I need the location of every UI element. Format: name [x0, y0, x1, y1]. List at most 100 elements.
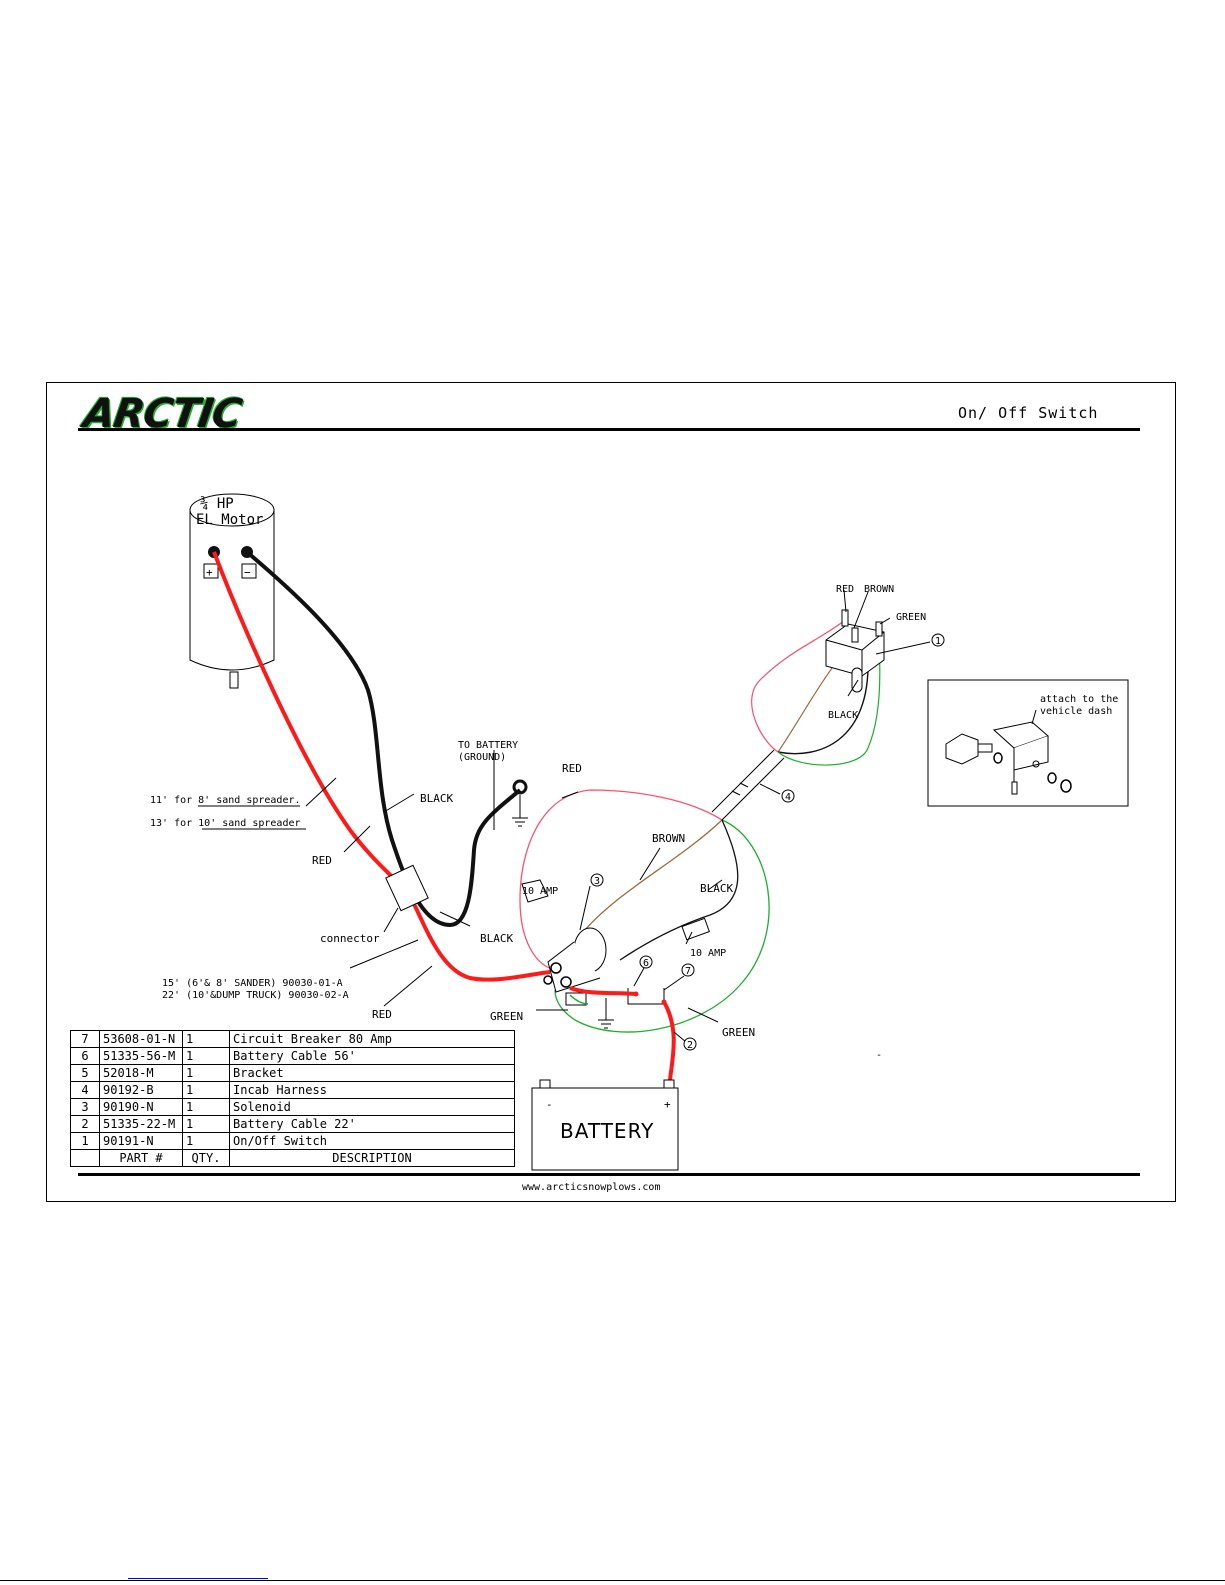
green-left-label: GREEN	[490, 1010, 523, 1023]
callout-2: 2	[687, 1040, 693, 1051]
cell-item: 5	[70, 1064, 100, 1082]
cell-qty: 1	[182, 1081, 230, 1099]
cell-desc: Battery Cable 56'	[229, 1047, 515, 1065]
page-bottom-rule	[0, 1580, 1225, 1581]
on-off-switch	[825, 609, 885, 693]
cell-desc: Circuit Breaker 80 Amp	[229, 1030, 515, 1048]
battery-cable-long	[662, 1001, 676, 1081]
cell-item: 1	[70, 1132, 100, 1150]
ground-terminal	[493, 750, 528, 830]
drawing-title: On/ Off Switch	[958, 404, 1099, 422]
fuse-right	[681, 917, 710, 941]
cell-qty: 1	[182, 1030, 230, 1048]
cell-item: 4	[70, 1081, 100, 1099]
motor-hp-label: ¾ HP	[200, 496, 234, 512]
cell-part: 52018-M	[99, 1064, 183, 1082]
cell-qty: 1	[182, 1047, 230, 1065]
parts-table-header: PART #QTY.DESCRIPTION	[70, 1149, 515, 1167]
cell-part: 90190-N	[99, 1098, 183, 1116]
switch-brown-label: BROWN	[864, 584, 894, 595]
cell-desc: On/Off Switch	[229, 1132, 515, 1150]
cell-item: 2	[70, 1115, 100, 1133]
leader-lines	[305, 589, 931, 1043]
motor: + − ¾ HP EL Motor	[189, 493, 275, 689]
drawing-frame	[46, 382, 1176, 1202]
cell-qty: 1	[182, 1064, 230, 1082]
cell-item: 6	[70, 1047, 100, 1065]
cell-part: 51335-56-M	[99, 1047, 183, 1065]
switch-black-label: BLACK	[828, 710, 858, 721]
battery-plus-label: +	[664, 1098, 671, 1111]
switch-red-wire	[751, 617, 849, 753]
footer-link-underline	[128, 1578, 268, 1579]
battery-cable-short	[569, 986, 637, 996]
switch-red-label: RED	[836, 584, 854, 595]
harness-red-wire	[519, 789, 723, 971]
motor-red-label: RED	[312, 854, 332, 867]
dash-note-line1: attach to the	[1040, 694, 1118, 705]
switch-black-wire	[777, 659, 869, 755]
cell-qty: 1	[182, 1098, 230, 1116]
length-8ft-label: 11' for 8' sand spreader.	[150, 795, 301, 806]
switch-green-wire	[777, 631, 881, 766]
callout-1: 1	[935, 636, 941, 647]
header-rule	[78, 428, 1140, 431]
cell-qty: 1	[182, 1115, 230, 1133]
harness-green-wire	[554, 819, 770, 1033]
harness-red-label: RED	[562, 762, 582, 775]
minus-terminal-box	[241, 563, 257, 579]
cell-part: 90191-N	[99, 1132, 183, 1150]
fuse-right-label: 10 AMP	[690, 948, 726, 959]
battery-minus-label: -	[546, 1098, 553, 1111]
harness-brown-label: BROWN	[652, 832, 685, 845]
battery-label: BATTERY	[560, 1119, 654, 1143]
stray-dash: -	[876, 1050, 882, 1061]
motor-red-wire	[212, 551, 551, 982]
cell-item: 3	[70, 1098, 100, 1116]
harness-black-label: BLACK	[700, 882, 733, 895]
harness-brown-wire	[584, 819, 723, 931]
cell-item: 7	[70, 1030, 100, 1048]
callout-7: 7	[685, 966, 691, 977]
dash-inset	[927, 679, 1129, 807]
website-url: www.arcticsnowplows.com	[522, 1182, 661, 1193]
switch-green-label: GREEN	[896, 612, 926, 623]
green-right-label: GREEN	[722, 1026, 755, 1039]
motor-name-label: EL Motor	[196, 512, 263, 528]
incab-harness	[711, 749, 785, 821]
minus-label: −	[244, 566, 251, 579]
lower-black-label: BLACK	[480, 932, 513, 945]
cable-b-label: 22' (10'&DUMP TRUCK) 90030-02-A	[162, 990, 349, 1001]
callout-4: 4	[785, 792, 791, 803]
plus-label: +	[206, 566, 213, 579]
green-ground-wire	[569, 994, 589, 1005]
length-10ft-label: 13' for 10' sand spreader	[150, 818, 301, 829]
cell-desc: Battery Cable 22'	[229, 1115, 515, 1133]
solenoid	[543, 927, 614, 1029]
footer-rule	[78, 1173, 1140, 1176]
dash-note-line2: vehicle dash	[1040, 706, 1112, 717]
harness-black-wire	[619, 819, 739, 961]
ground-label: (GROUND)	[458, 752, 506, 763]
fuse-left-label: 10 AMP	[522, 886, 558, 897]
cell-desc: Solenoid	[229, 1098, 515, 1116]
cell-part: PART #	[99, 1149, 183, 1167]
cell-desc: Bracket	[229, 1064, 515, 1082]
cell-qty: 1	[182, 1132, 230, 1150]
cable-a-label: 15' (6'& 8' SANDER) 90030-01-A	[162, 978, 343, 989]
cell-item	[70, 1149, 100, 1167]
cell-desc: DESCRIPTION	[229, 1149, 515, 1167]
cell-part: 51335-22-M	[99, 1115, 183, 1133]
fuse-left	[521, 879, 549, 903]
plus-terminal-box	[203, 563, 219, 579]
motor-black-label: BLACK	[420, 792, 453, 805]
